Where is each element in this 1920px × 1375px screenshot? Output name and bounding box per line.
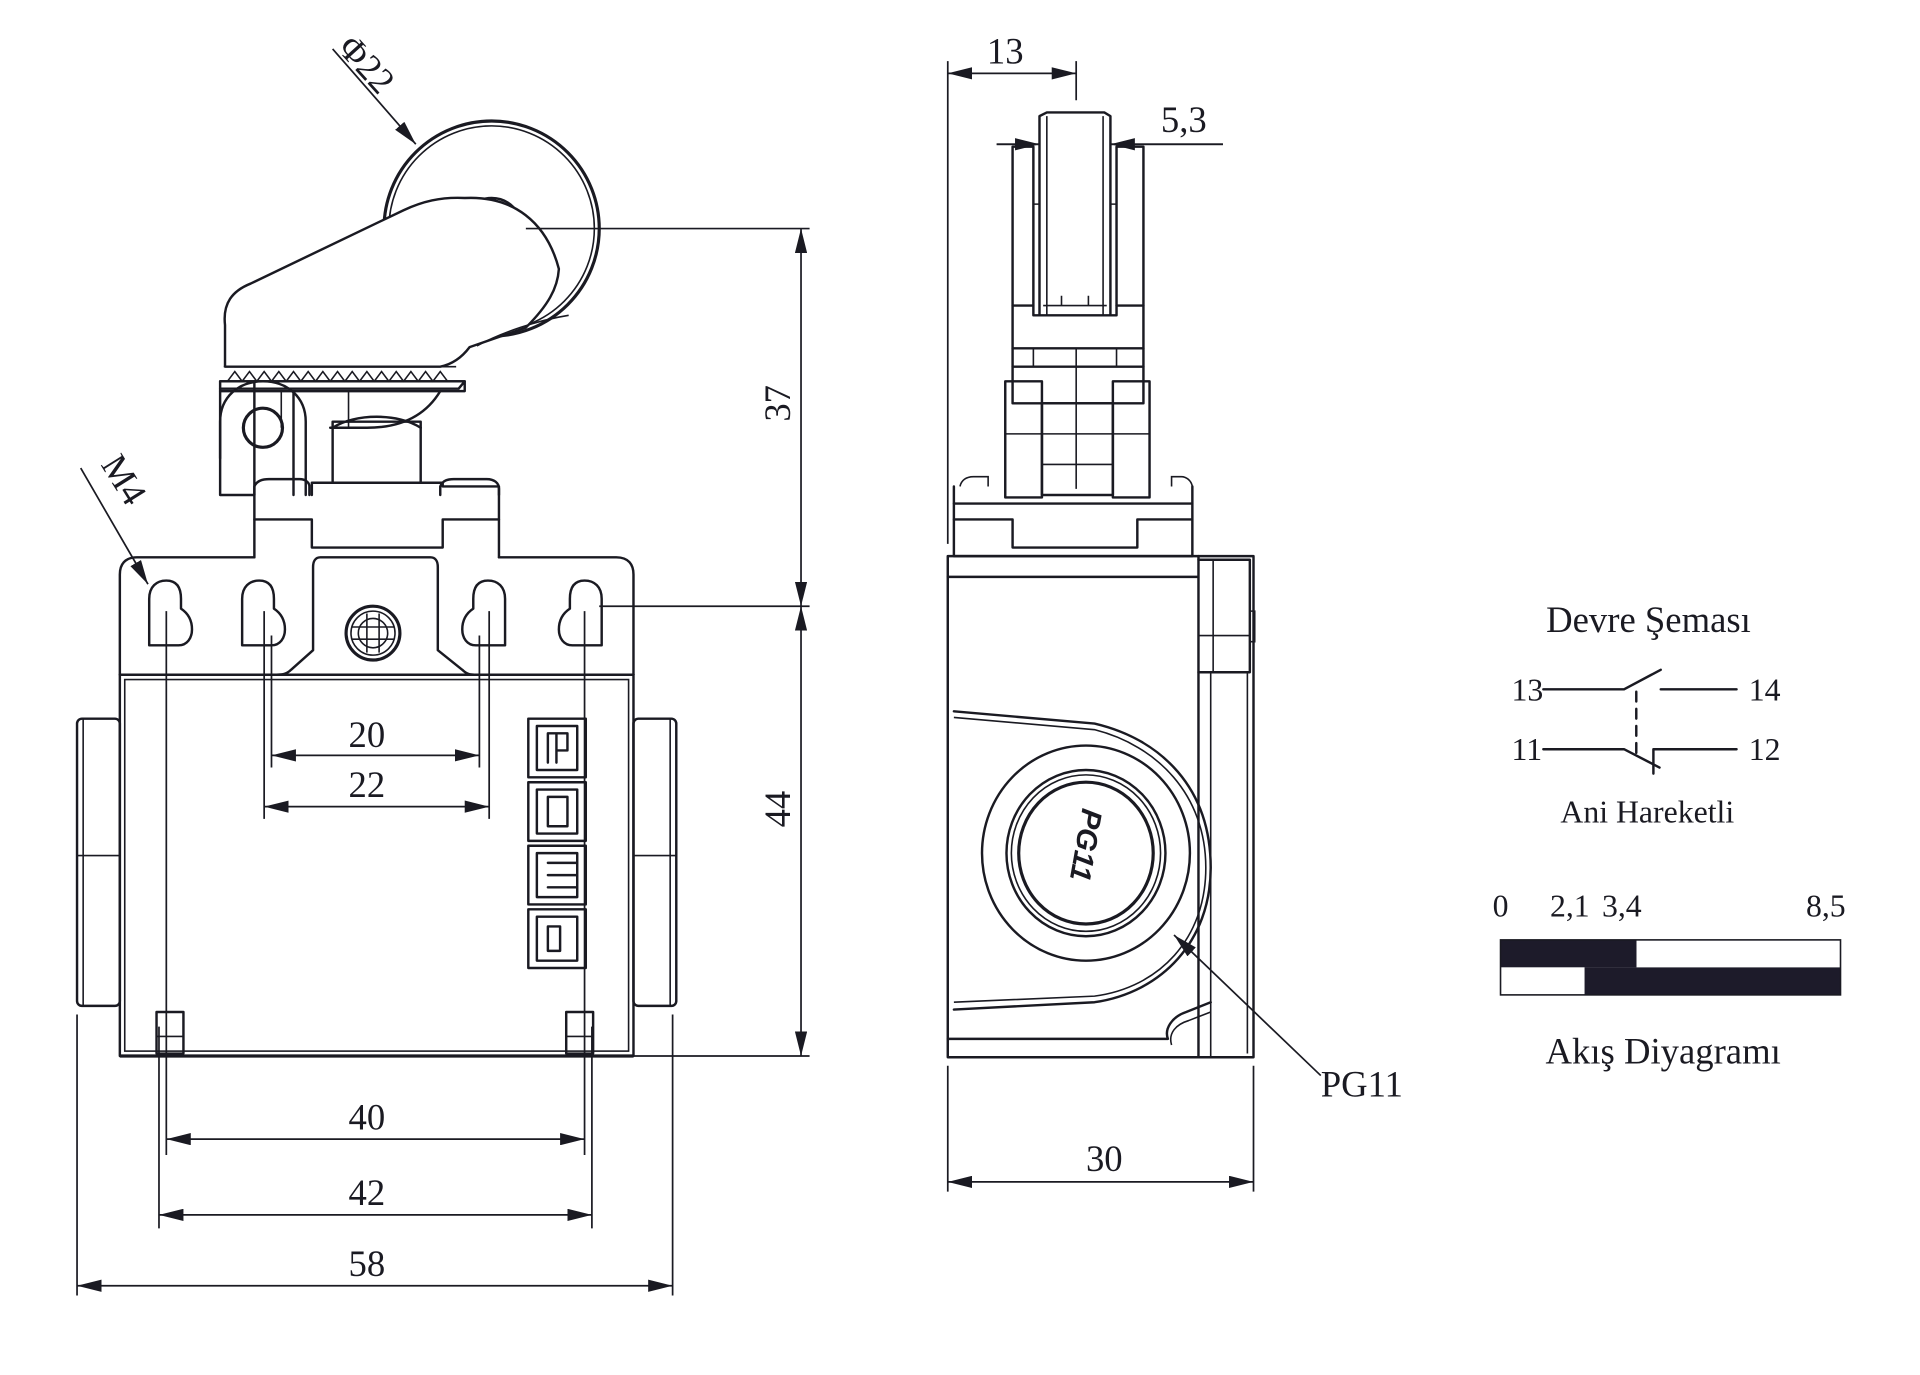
roller-edge <box>1038 111 1112 317</box>
mounting-flange <box>118 556 635 676</box>
terminal-11: 11 <box>1512 732 1543 767</box>
no-contact-symbol <box>1542 668 1738 691</box>
dim-5-3: 5,3 <box>1161 99 1207 140</box>
leader-pg11 <box>1173 934 1322 1077</box>
tick-label: 2,1 <box>1550 889 1590 924</box>
dim-20: 20 <box>349 714 386 755</box>
keyhole-slot <box>557 579 603 647</box>
dim-13: 13 <box>987 31 1024 72</box>
head-cap <box>253 477 501 559</box>
tick-label: 3,4 <box>1602 889 1642 924</box>
travel-diagram: 0 2,1 3,4 8,5 Akış Diyagramı <box>1493 889 1846 1072</box>
keyhole-slot <box>147 579 194 647</box>
dim-37: 37 <box>757 385 798 422</box>
dim-30: 30 <box>1086 1138 1123 1179</box>
circuit-subtitle: Ani Hareketli <box>1560 795 1734 830</box>
tick-label: 8,5 <box>1806 889 1846 924</box>
actuator-fork <box>1011 145 1145 489</box>
circuit-title: Devre Şeması <box>1546 599 1751 640</box>
side-view: PG11 13 5,3 30 PG11 <box>946 31 1403 1192</box>
circuit-diagram: Devre Şeması 13 14 11 12 Ani Hareketli <box>1512 599 1781 830</box>
dim-44: 44 <box>757 791 798 828</box>
dim-22: 22 <box>349 764 386 805</box>
open-segment-row-1 <box>1636 939 1841 968</box>
dim-40: 40 <box>349 1096 386 1137</box>
leader-m4 <box>79 467 149 585</box>
keyhole-slot <box>461 579 507 647</box>
dim-42: 42 <box>349 1172 386 1213</box>
closed-segment-row-1 <box>1500 939 1637 968</box>
open-segment-row-2 <box>1500 967 1585 995</box>
leader-phi22 <box>331 48 417 145</box>
sems-logo <box>527 717 588 970</box>
screw-icon <box>344 604 402 662</box>
travel-diagram-title: Akış Diyagramı <box>1546 1030 1781 1071</box>
lever-arm <box>218 196 569 497</box>
dim-phi22: Φ22 <box>330 27 403 102</box>
pivot-pin <box>218 380 307 497</box>
gland-marking: PG11 <box>1063 806 1108 883</box>
switch-body <box>75 673 678 1058</box>
dim-58: 58 <box>349 1243 386 1284</box>
terminal-13: 13 <box>1512 672 1544 707</box>
dim-m4: M4 <box>93 447 155 512</box>
travel-diagram-frame <box>1499 939 1842 996</box>
tick-label: 0 <box>1493 889 1509 924</box>
actuator-neck <box>1004 380 1151 499</box>
nc-contact-symbol <box>1542 748 1738 775</box>
closed-segment-row-2 <box>1584 967 1841 995</box>
terminal-12: 12 <box>1749 732 1781 767</box>
side-body: PG11 <box>946 554 1256 1059</box>
terminal-14: 14 <box>1749 672 1781 707</box>
pg11-callout-label: PG11 <box>1321 1063 1403 1104</box>
pg11-gland: PG11 <box>980 744 1192 962</box>
keyhole-slot <box>240 579 287 647</box>
plunger <box>331 420 422 485</box>
front-view: Φ22 M4 20 22 40 42 58 37 44 <box>75 27 810 1296</box>
side-head-cap <box>952 475 1194 558</box>
